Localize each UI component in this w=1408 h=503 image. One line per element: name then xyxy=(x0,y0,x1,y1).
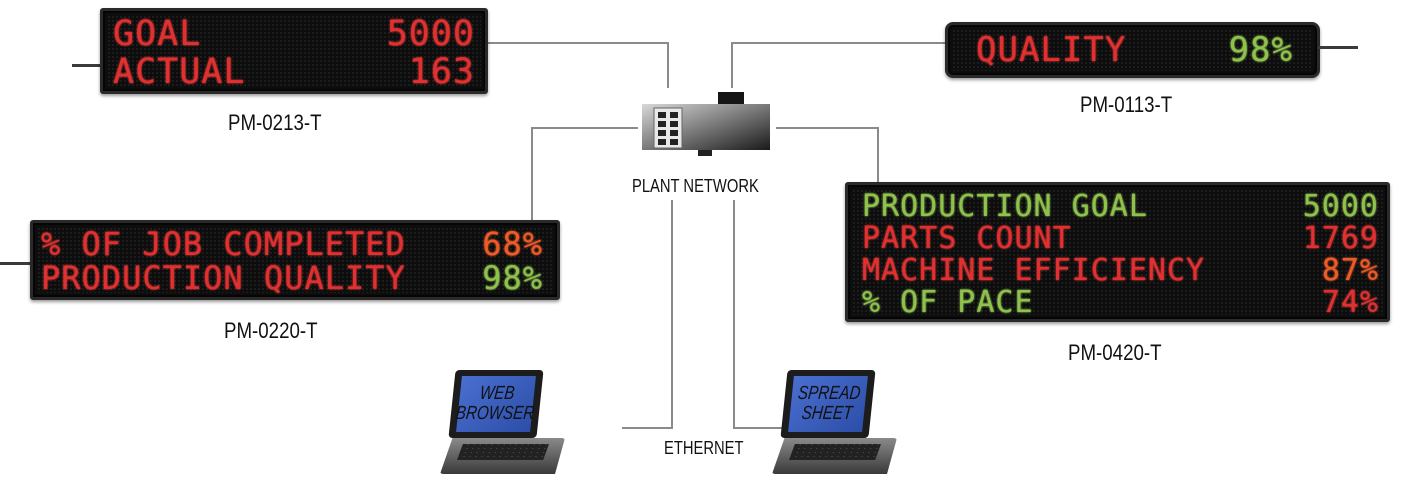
sign-model-label: PM-0113-T xyxy=(1080,92,1173,117)
ethernet-label: ETHERNET xyxy=(664,438,744,458)
sign-row-text: % OF PACE xyxy=(862,285,1034,320)
sign-model-label: PM-0420-T xyxy=(1068,340,1162,365)
sign-model-label: PM-0213-T xyxy=(228,110,322,135)
sign-power-cord xyxy=(0,262,36,265)
wire-pm-0113 xyxy=(731,42,945,88)
laptop-web-browser: WEB BROWSER xyxy=(440,370,565,490)
sign-row-value: 5000 xyxy=(386,14,475,54)
sign-row-text: % OF JOB COMPLETED xyxy=(41,225,406,263)
led-sign-pm-0113: QUALITY 98% xyxy=(945,22,1320,78)
sign-row-text: GOAL xyxy=(113,14,202,54)
sign-row: PRODUCTION QUALITY 98% xyxy=(41,260,543,296)
network-switch-icon xyxy=(640,90,772,158)
led-sign-pm-0420: PRODUCTION GOAL 5000 PARTS COUNT 1769 MA… xyxy=(845,182,1390,322)
sign-row: MACHINE EFFICIENCY 87% xyxy=(862,255,1379,287)
sign-row: GOAL 5000 xyxy=(113,15,475,53)
led-sign-pm-0220: % OF JOB COMPLETED 68% PRODUCTION QUALIT… xyxy=(30,220,560,300)
laptop-screen-text: SPREAD SHEET xyxy=(796,383,862,424)
sign-row-text: PARTS COUNT xyxy=(862,221,1072,256)
wire-web-browser xyxy=(622,200,673,429)
wire-pm-0213 xyxy=(488,42,669,88)
sign-row-text: QUALITY xyxy=(976,30,1127,70)
keyboard-icon xyxy=(457,444,549,460)
laptop-screen: WEB BROWSER xyxy=(448,370,544,438)
sign-row: PARTS COUNT 1769 xyxy=(862,223,1379,255)
sign-row: PRODUCTION GOAL 5000 xyxy=(862,191,1379,223)
keyboard-icon xyxy=(789,444,881,460)
sign-row-text: MACHINE EFFICIENCY xyxy=(862,253,1206,288)
sign-power-cord xyxy=(1318,46,1358,49)
sign-row-value: 68% xyxy=(482,225,543,263)
sign-model-label: PM-0220-T xyxy=(224,318,318,343)
sign-row: % OF PACE 74% xyxy=(862,287,1379,319)
sign-power-cord xyxy=(72,64,104,67)
sign-row: ACTUAL 163 xyxy=(113,53,475,91)
laptop-screen-text: WEB BROWSER xyxy=(454,383,536,424)
sign-row-text: PRODUCTION GOAL xyxy=(862,189,1148,224)
sign-row-value: 74% xyxy=(1321,285,1379,320)
laptop-screen: SPREAD SHEET xyxy=(780,370,876,438)
wire-pm-0220 xyxy=(531,127,638,222)
sign-row-value: 98% xyxy=(1228,30,1293,70)
sign-row: % OF JOB COMPLETED 68% xyxy=(41,226,543,262)
laptop-spreadsheet: SPREAD SHEET xyxy=(772,370,897,490)
wire-spreadsheet xyxy=(733,200,786,429)
wire-pm-0420 xyxy=(776,127,879,182)
sign-row: QUALITY 98% xyxy=(976,31,1293,69)
sign-row-value: 98% xyxy=(482,259,543,297)
sign-row-value: 87% xyxy=(1321,253,1379,288)
network-label: PLANT NETWORK xyxy=(632,176,759,196)
sign-row-text: ACTUAL xyxy=(113,52,246,92)
led-sign-pm-0213: GOAL 5000 ACTUAL 163 xyxy=(100,8,488,94)
sign-row-text: PRODUCTION QUALITY xyxy=(41,259,406,297)
sign-row-value: 163 xyxy=(408,52,475,92)
sign-row-value: 5000 xyxy=(1302,189,1379,224)
sign-row-value: 1769 xyxy=(1302,221,1379,256)
